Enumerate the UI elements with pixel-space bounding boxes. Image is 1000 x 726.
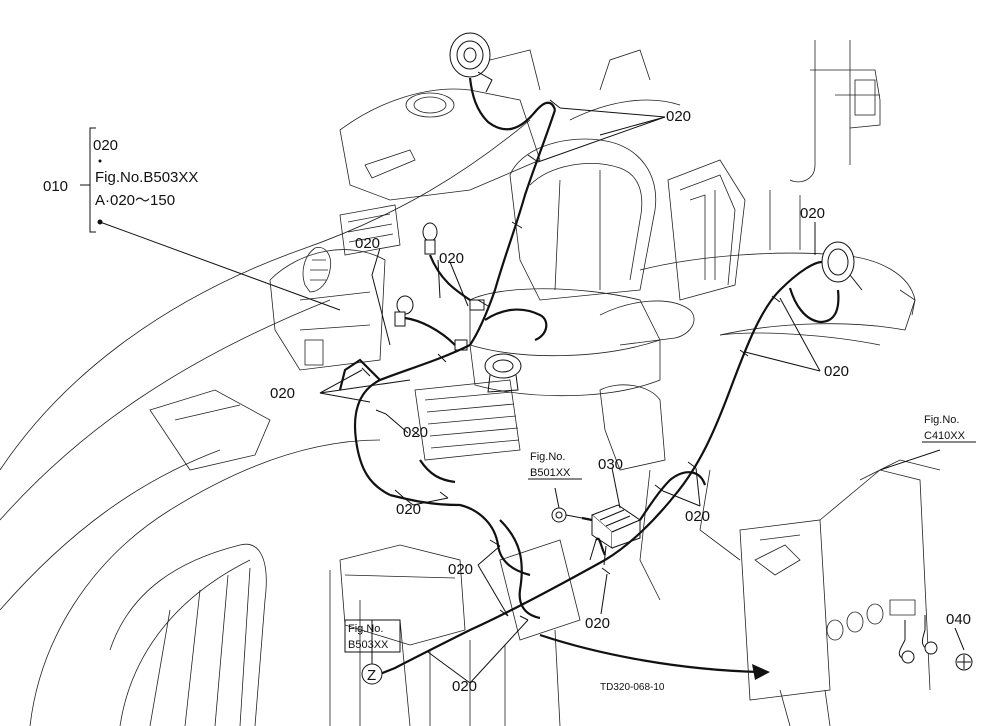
ref-020-label-f: 020 [824, 363, 849, 380]
detail-arrow [539, 633, 770, 680]
ref-020-label-j: 020 [448, 561, 473, 578]
bracket-line-1: 020 [93, 137, 118, 154]
ref-040-label: 040 [946, 611, 971, 628]
fig-c410-bottom: C410XX [924, 430, 966, 442]
work-light-right [821, 241, 863, 291]
fig-b503-top: Fig.No. [348, 623, 383, 635]
ref-020-label-d: 020 [439, 250, 464, 267]
wiring-harness [338, 77, 840, 678]
ref-020-label-b: 020 [800, 205, 825, 222]
relay-block-030 [589, 504, 642, 566]
dash-connectors [394, 222, 485, 351]
ground-terminals-040 [898, 615, 973, 671]
bracket-callout [80, 127, 103, 233]
ref-020-label-g: 020 [403, 424, 428, 441]
ref-020-label-c: 020 [355, 235, 380, 252]
view-marker-z: Z [367, 667, 376, 684]
ref-030-label: 030 [598, 456, 623, 473]
horn-part [484, 353, 522, 393]
fig-c410-top: Fig.No. [924, 414, 959, 426]
connector-b501 [551, 507, 583, 523]
ref-020-label-i: 020 [685, 508, 710, 525]
fig-b503-bottom: B503XX [348, 639, 389, 651]
ref-020-label-h: 020 [396, 501, 421, 518]
ref-020-label-a: 020 [666, 108, 691, 125]
drawing-code: TD320-068-10 [600, 682, 665, 693]
ref-020-label-k: 020 [585, 615, 610, 632]
fig-b501-top: Fig.No. [530, 451, 565, 463]
labels: 010 020 Fig.No.B503XX A·020～150 020 020 … [43, 108, 976, 695]
ref-010-label: 010 [43, 178, 68, 195]
bracket-line-2: Fig.No.B503XX [95, 169, 198, 186]
leader-lines [99, 107, 965, 684]
view-marker-circle [361, 663, 383, 685]
tractor-body-outline [0, 40, 941, 726]
ref-020-label-l: 020 [452, 678, 477, 695]
work-light-left [449, 32, 493, 93]
ref-020-label-e: 020 [270, 385, 295, 402]
bracket-line-3: A·020～150 [95, 192, 175, 209]
fig-b501-bottom: B501XX [530, 467, 571, 479]
